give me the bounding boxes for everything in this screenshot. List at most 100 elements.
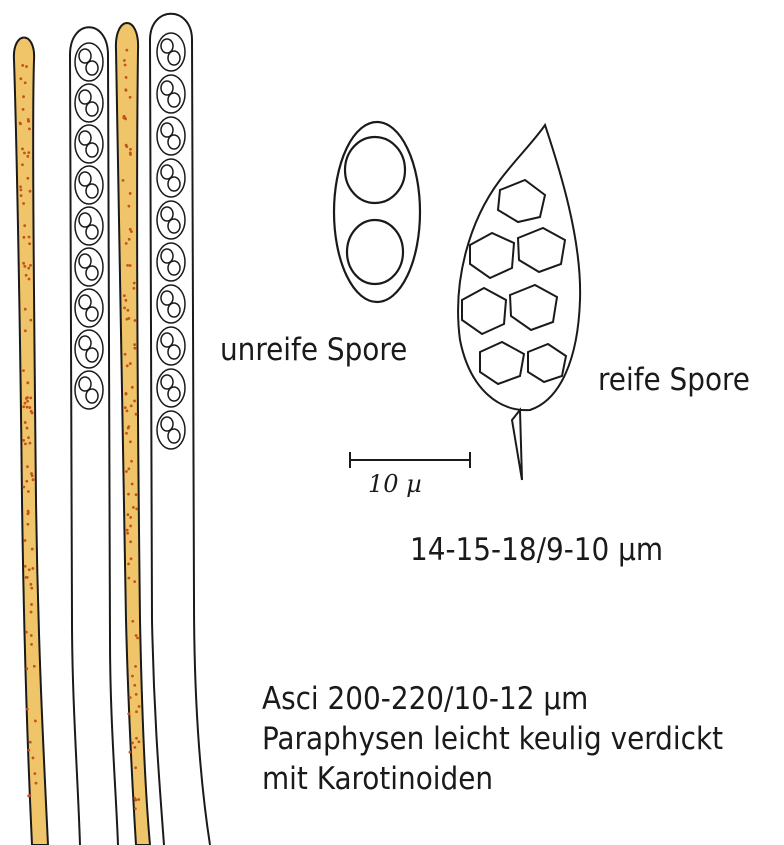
pigment-dot bbox=[26, 406, 29, 409]
pigment-dot bbox=[134, 665, 137, 668]
pigment-dot bbox=[129, 440, 132, 443]
pigment-dot bbox=[131, 741, 134, 744]
pigment-dot bbox=[132, 287, 135, 290]
pigment-dot bbox=[27, 151, 30, 154]
pigment-dot bbox=[131, 386, 134, 389]
pigment-dot bbox=[26, 177, 29, 180]
pigment-dot bbox=[24, 565, 27, 568]
pigment-dot bbox=[28, 242, 31, 245]
pigment-dot bbox=[134, 799, 137, 802]
pigment-dot bbox=[130, 557, 133, 560]
pigment-dot bbox=[123, 294, 126, 297]
pigment-dot bbox=[127, 425, 130, 428]
pigment-dot bbox=[133, 746, 136, 749]
pigment-dot bbox=[131, 483, 134, 486]
pigment-dot bbox=[127, 493, 130, 496]
pigment-dot bbox=[135, 507, 138, 510]
pigment-dot bbox=[19, 77, 22, 80]
pigment-dot bbox=[134, 807, 137, 810]
pigment-dot bbox=[128, 467, 131, 470]
oil-droplet bbox=[168, 261, 180, 275]
pigment-dot bbox=[126, 264, 129, 267]
pigment-dot bbox=[32, 478, 35, 481]
pigment-dot bbox=[29, 741, 32, 744]
spore-size-text: 14-15-18/9-10 µm bbox=[410, 532, 663, 568]
pigment-dot bbox=[124, 299, 127, 302]
pigment-dot bbox=[129, 362, 132, 365]
pigment-dot bbox=[26, 155, 29, 158]
pigment-dot bbox=[22, 95, 25, 98]
asci-line-1: Asci 200-220/10-12 µm bbox=[262, 679, 723, 719]
pigment-dot bbox=[26, 381, 29, 384]
pigment-dot bbox=[19, 122, 22, 125]
pigment-dot bbox=[133, 400, 136, 403]
pigment-dot bbox=[125, 393, 128, 396]
pigment-dot bbox=[29, 794, 32, 797]
pigment-dot bbox=[133, 343, 136, 346]
oil-droplet bbox=[168, 303, 180, 317]
pigment-dot bbox=[133, 684, 136, 687]
pigment-dot bbox=[135, 634, 138, 637]
pigment-dot bbox=[123, 306, 126, 309]
pigment-dot bbox=[27, 511, 30, 514]
pigment-dot bbox=[129, 540, 132, 543]
pigment-dot bbox=[32, 757, 35, 760]
pigment-dot bbox=[125, 144, 128, 147]
pigment-dot bbox=[22, 439, 25, 442]
pigment-dot bbox=[31, 474, 34, 477]
pigment-dot bbox=[19, 185, 22, 188]
pigment-dot bbox=[137, 798, 140, 801]
oil-droplet bbox=[86, 184, 98, 198]
oil-droplet bbox=[86, 225, 98, 239]
pigment-dot bbox=[25, 480, 28, 483]
pigment-dot bbox=[124, 117, 127, 120]
pigment-dot bbox=[129, 516, 132, 519]
pigment-dot bbox=[22, 202, 25, 205]
oil-droplet bbox=[79, 336, 91, 350]
paraphysis-left bbox=[14, 38, 48, 845]
oil-droplet bbox=[161, 417, 173, 431]
pigment-dot bbox=[30, 643, 33, 646]
pigment-dot bbox=[25, 274, 28, 277]
pigment-dot bbox=[24, 421, 27, 424]
pigment-dot bbox=[129, 525, 132, 528]
pigment-dot bbox=[124, 64, 127, 67]
oil-droplet bbox=[161, 375, 173, 389]
pigment-dot bbox=[128, 238, 131, 241]
pigment-dot bbox=[22, 108, 25, 111]
mature-spore bbox=[458, 125, 580, 480]
oil-droplet bbox=[86, 61, 98, 75]
pigment-dot bbox=[129, 192, 132, 195]
pigment-dot bbox=[130, 460, 133, 463]
ascus-left bbox=[70, 27, 118, 845]
pigment-dot bbox=[20, 188, 23, 191]
oil-droplet bbox=[161, 123, 173, 137]
pigment-dot bbox=[133, 347, 136, 350]
pigment-dot bbox=[33, 772, 36, 775]
oil-droplet bbox=[79, 377, 91, 391]
pigment-dot bbox=[29, 190, 32, 193]
pigment-dot bbox=[24, 539, 27, 542]
oil-droplet bbox=[86, 143, 98, 157]
pigment-dot bbox=[125, 432, 128, 435]
oil-droplet bbox=[86, 266, 98, 280]
pigment-dot bbox=[125, 76, 128, 79]
pigment-dot bbox=[24, 308, 27, 311]
pigment-dot bbox=[31, 412, 34, 415]
oil-droplet bbox=[79, 131, 91, 145]
pigment-dot bbox=[129, 751, 132, 754]
oil-droplet bbox=[79, 295, 91, 309]
asci-line-3: mit Karotinoiden bbox=[262, 759, 723, 799]
pigment-dot bbox=[28, 278, 31, 281]
pigment-dot bbox=[31, 567, 34, 570]
pigment-dot bbox=[29, 264, 32, 267]
pigment-dot bbox=[126, 410, 129, 413]
pigment-dot bbox=[122, 179, 125, 182]
pigment-dot bbox=[131, 620, 134, 623]
pigment-dot bbox=[28, 749, 31, 752]
oil-droplet bbox=[168, 219, 180, 233]
oil-droplet bbox=[161, 291, 173, 305]
pigment-dot bbox=[129, 151, 132, 154]
oil-droplet bbox=[161, 81, 173, 95]
oil-droplet bbox=[168, 345, 180, 359]
